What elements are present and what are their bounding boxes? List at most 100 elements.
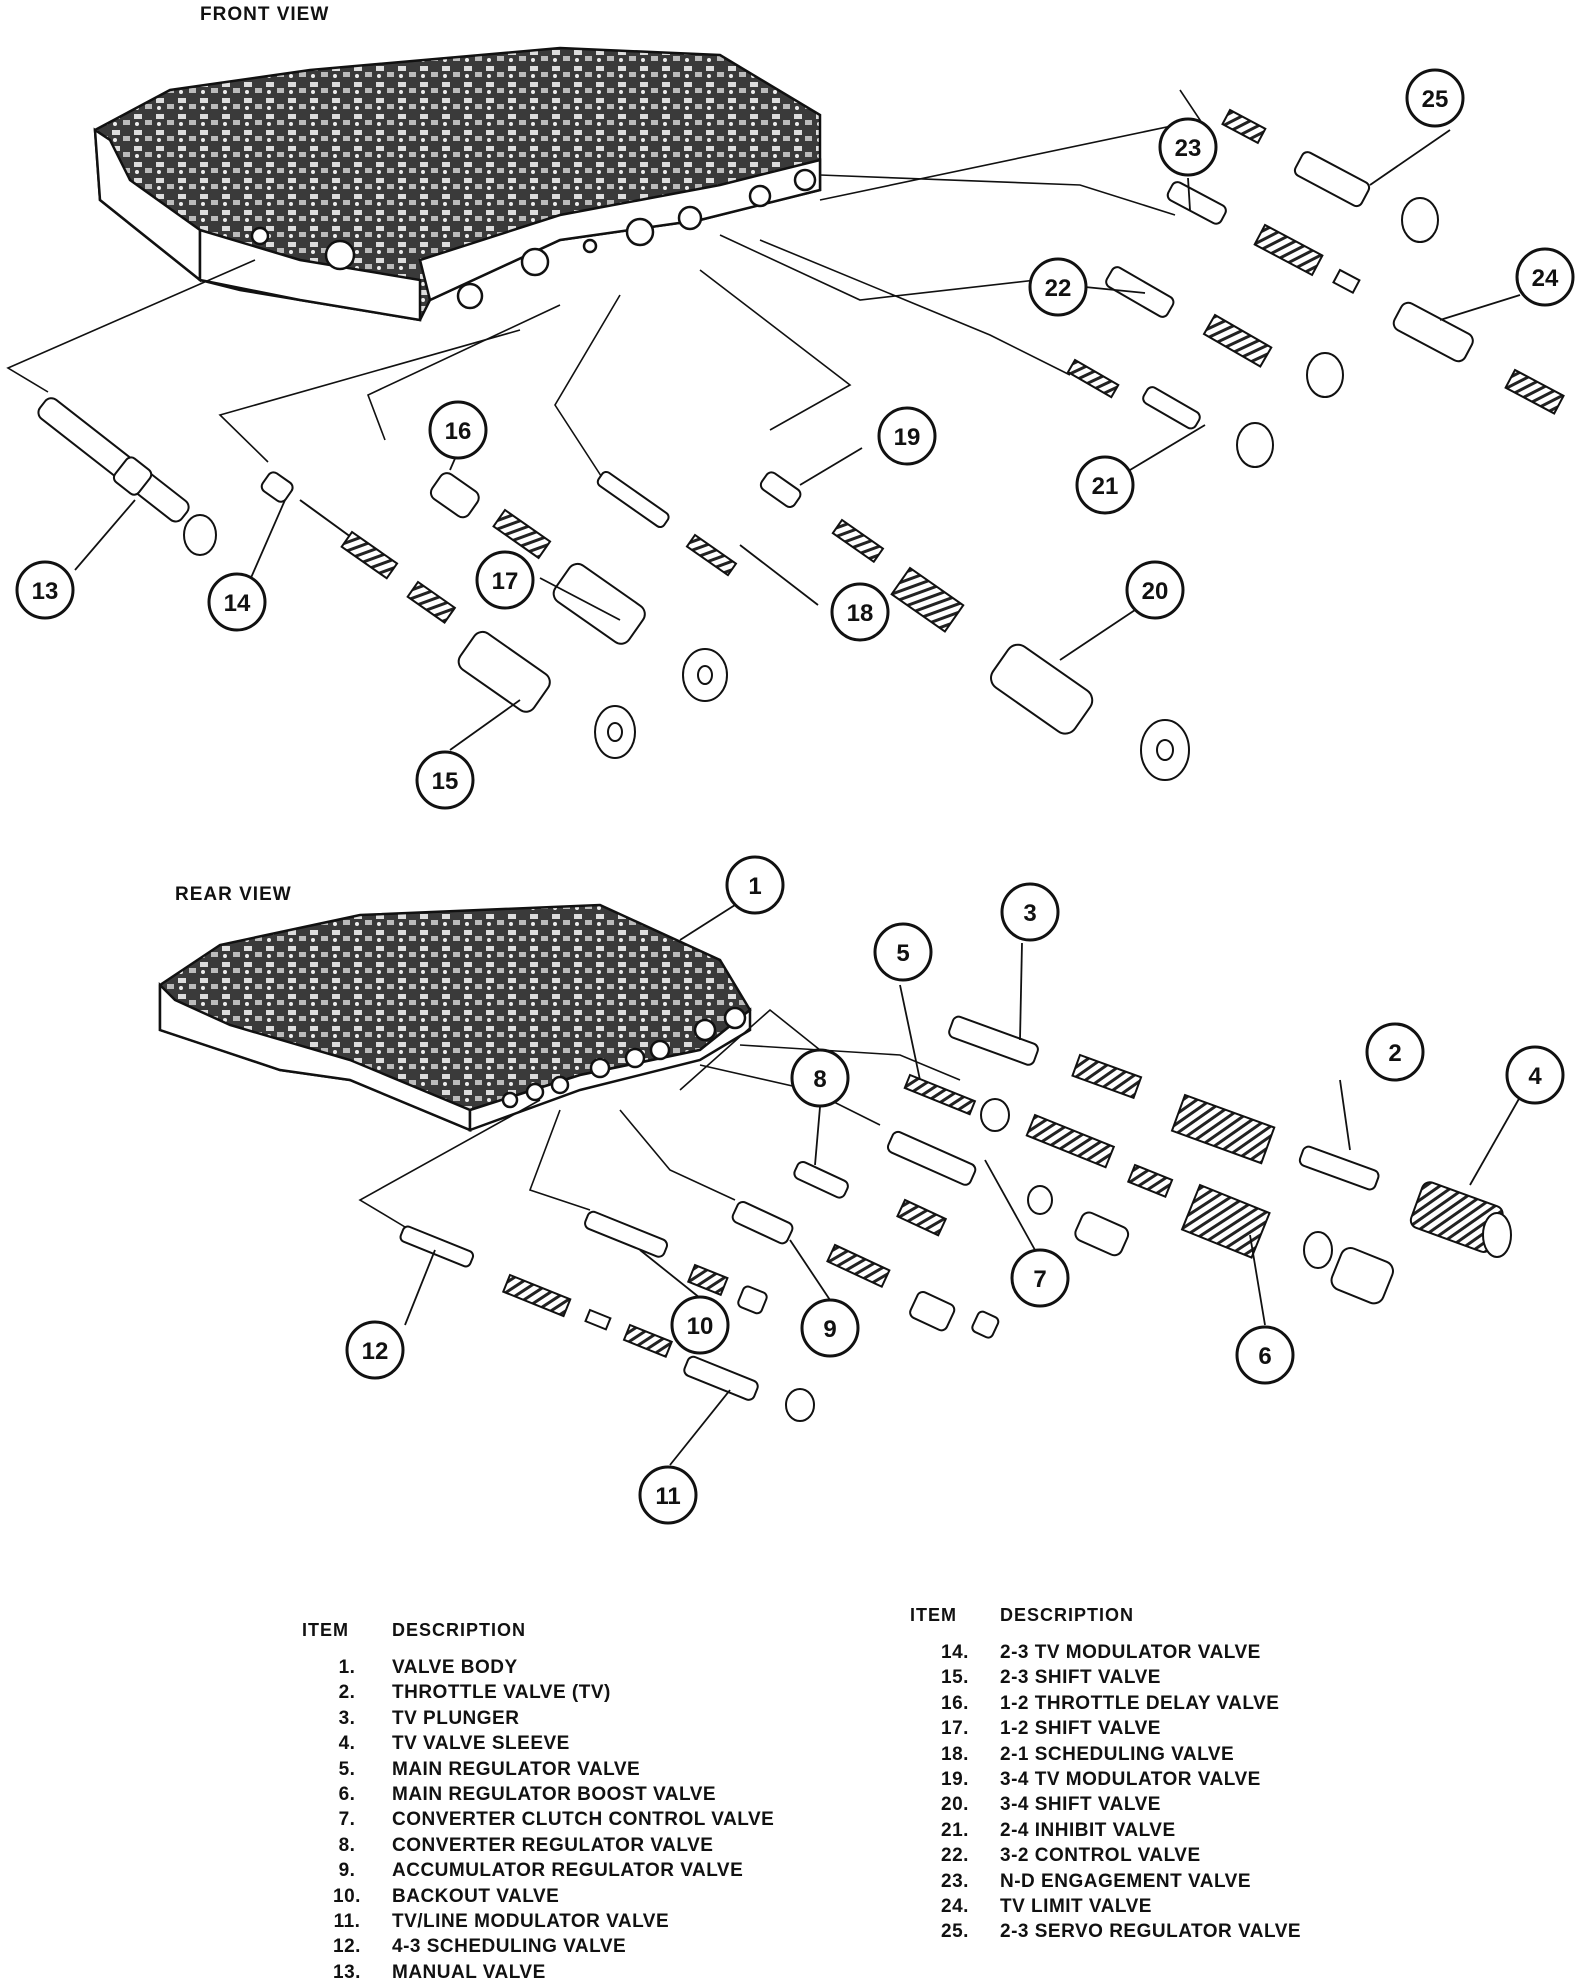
callout-11: 11	[638, 1465, 698, 1525]
tv-line-modulator-part	[683, 1355, 815, 1422]
callout-2: 2	[1365, 1022, 1425, 1082]
callout-number: 3	[1023, 900, 1036, 927]
legend-item-number: 14.	[941, 1642, 969, 1663]
callout-circle	[1000, 882, 1060, 942]
legend-item-number: 22.	[941, 1845, 969, 1867]
legend-item-number: 6.	[338, 1784, 356, 1806]
callout-number: 23	[1175, 135, 1202, 162]
callout-circle	[1010, 1248, 1070, 1308]
legend-item-description: TV/LINE MODULATOR VALVE	[392, 1911, 670, 1933]
legend-row: 24.TV LIMIT VALVE	[910, 1894, 1301, 1919]
servo-regulator-23-part	[1221, 108, 1439, 243]
callout-number: 17	[492, 568, 519, 595]
callout-24: 24	[1515, 247, 1575, 307]
accumulator-regulator-part	[731, 1200, 1000, 1339]
legend-item-description: MAIN REGULATOR BOOST VALVE	[392, 1784, 717, 1806]
legend-item-description: BACKOUT VALVE	[392, 1885, 560, 1907]
legend-item-description: 2-4 INHIBIT VALVE	[1000, 1819, 1176, 1841]
callout-number: 4	[1528, 1063, 1542, 1090]
front-exploded-parts	[37, 108, 1565, 781]
legend-item-description: 3-4 SHIFT VALVE	[1000, 1794, 1161, 1816]
legend-item-description: N-D ENGAGEMENT VALVE	[1000, 1870, 1252, 1892]
tv-modulator-23-part	[260, 471, 457, 624]
rear-valve-body	[158, 903, 752, 1132]
callout-number: 11	[655, 1483, 680, 1510]
legend-item-number: 2.	[338, 1682, 356, 1704]
backout-valve-part	[584, 1210, 768, 1315]
callout-circle	[1158, 117, 1218, 177]
callout-number: 1	[748, 873, 761, 900]
legend-item-number: 15.	[941, 1667, 969, 1689]
legend-row: 11.TV/LINE MODULATOR VALVE	[302, 1909, 774, 1934]
front-view-title: FRONT VIEW	[200, 4, 330, 25]
route-lines	[6, 89, 1202, 1231]
legend-row: 25.2-3 SERVO REGULATOR VALVE	[910, 1919, 1301, 1944]
legend-row: 12.4-3 SCHEDULING VALVE	[302, 1934, 774, 1959]
callout-14: 14	[207, 572, 267, 632]
callout-circle	[877, 406, 937, 466]
callout-circle	[638, 1465, 698, 1525]
callout-9: 9	[800, 1298, 860, 1358]
callout-10: 10	[670, 1295, 730, 1355]
callout-number: 10	[687, 1313, 714, 1340]
legend-item-description: TV LIMIT VALVE	[1000, 1896, 1152, 1918]
callout-15: 15	[415, 750, 475, 810]
legend-item-description: TV VALVE SLEEVE	[392, 1733, 570, 1755]
callout-5: 5	[873, 922, 933, 982]
legend-row: 5.MAIN REGULATOR VALVE	[302, 1757, 774, 1782]
legend-row: 2. THROTTLE VALVE (TV)	[302, 1680, 774, 1705]
callout-number: 18	[847, 600, 874, 627]
callout-number: 9	[823, 1316, 836, 1343]
callout-circle	[1075, 455, 1135, 515]
legend-item-description: 3-2 CONTROL VALVE	[1000, 1845, 1201, 1867]
callout-leaders	[74, 129, 1521, 1466]
legend-row: 16. 1-2 THROTTLE DELAY VALVE	[910, 1691, 1301, 1716]
legend-item-number: 5.	[338, 1758, 356, 1780]
main-regulator-part	[903, 1073, 1174, 1198]
legend-item-description: CONVERTER CLUTCH CONTROL VALVE	[392, 1809, 775, 1831]
callout-number: 22	[1045, 275, 1072, 302]
legend-row: 7. CONVERTER CLUTCH CONTROL VALVE	[302, 1807, 774, 1832]
callout-21: 21	[1075, 455, 1135, 515]
callout-25: 25	[1405, 68, 1465, 128]
callout-number: 8	[813, 1066, 826, 1093]
callout-number: 20	[1142, 578, 1169, 605]
legend-description-header: DESCRIPTION	[392, 1620, 527, 1640]
legend-item-description: MANUAL VALVE	[392, 1961, 546, 1983]
callout-8: 8	[790, 1048, 850, 1108]
legend-row: 18.2-1 SCHEDULING VALVE	[910, 1742, 1301, 1767]
callout-number: 6	[1258, 1343, 1271, 1370]
callout-12: 12	[345, 1320, 405, 1380]
callout-circle	[1028, 257, 1088, 317]
callout-17: 17	[475, 550, 535, 610]
legend-item-number: 10.	[333, 1885, 361, 1907]
callout-circle	[670, 1295, 730, 1355]
callout-6: 6	[1235, 1325, 1295, 1385]
tv-valve-sleeve-part	[1409, 1181, 1512, 1258]
legend-item-number: 16.	[941, 1692, 969, 1714]
legend-item-number: 7.	[338, 1809, 356, 1831]
legend-row: 19.3-4 TV MODULATOR VALVE	[910, 1767, 1301, 1792]
legend-item-description: 2-3 TV MODULATOR VALVE	[1000, 1642, 1261, 1663]
legend-item-description: THROTTLE VALVE (TV)	[392, 1682, 611, 1704]
callout-23: 23	[1158, 117, 1218, 177]
shift-valve-34-part	[759, 471, 1190, 781]
legend-row: 22. 3-2 CONTROL VALVE	[910, 1843, 1301, 1868]
legend-row: 17.1-2 SHIFT VALVE	[910, 1716, 1301, 1741]
callout-circle	[428, 400, 488, 460]
callout-circle	[873, 922, 933, 982]
callout-circle	[1515, 247, 1575, 307]
shift-valve-23-part	[457, 630, 636, 759]
legend-item-description: 1-2 THROTTLE DELAY VALVE	[1000, 1692, 1280, 1714]
legend-item-number: 12.	[333, 1936, 361, 1958]
callout-circle	[207, 572, 267, 632]
shift-valve-12-part	[552, 562, 728, 702]
callout-circle	[1235, 1325, 1295, 1385]
legend-row: 13.MANUAL VALVE	[302, 1960, 774, 1985]
front-valve-body	[93, 46, 822, 322]
callout-3: 3	[1000, 882, 1060, 942]
callout-number: 5	[896, 940, 909, 967]
legend-row: 3.TV PLUNGER	[302, 1706, 774, 1731]
legend-description-header: DESCRIPTION	[1000, 1605, 1135, 1625]
